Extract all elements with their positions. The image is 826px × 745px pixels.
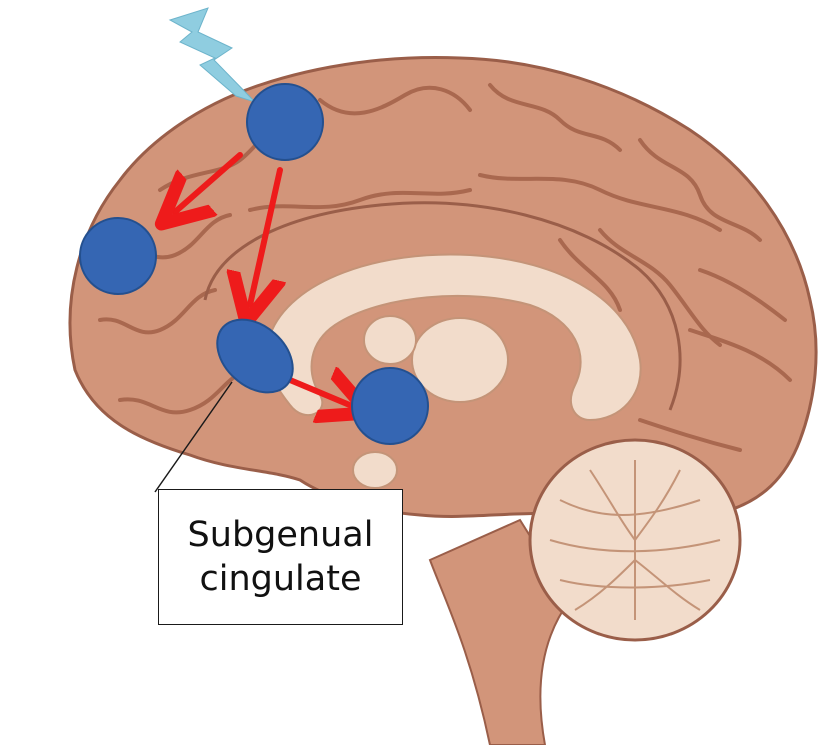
lightning-bolt-icon	[170, 8, 255, 102]
prefrontal-node	[80, 218, 156, 294]
cerebellum	[530, 440, 740, 640]
limbic-node	[352, 368, 428, 444]
mammillary-body	[353, 452, 397, 488]
callout-label-line-2: cingulate	[200, 557, 362, 601]
callout-label-line-1: Subgenual	[188, 513, 374, 557]
stimulation-site-node	[247, 84, 323, 160]
fornix	[364, 316, 416, 364]
subgenual-cingulate-callout: Subgenual cingulate	[158, 489, 403, 625]
thalamus	[412, 318, 508, 402]
